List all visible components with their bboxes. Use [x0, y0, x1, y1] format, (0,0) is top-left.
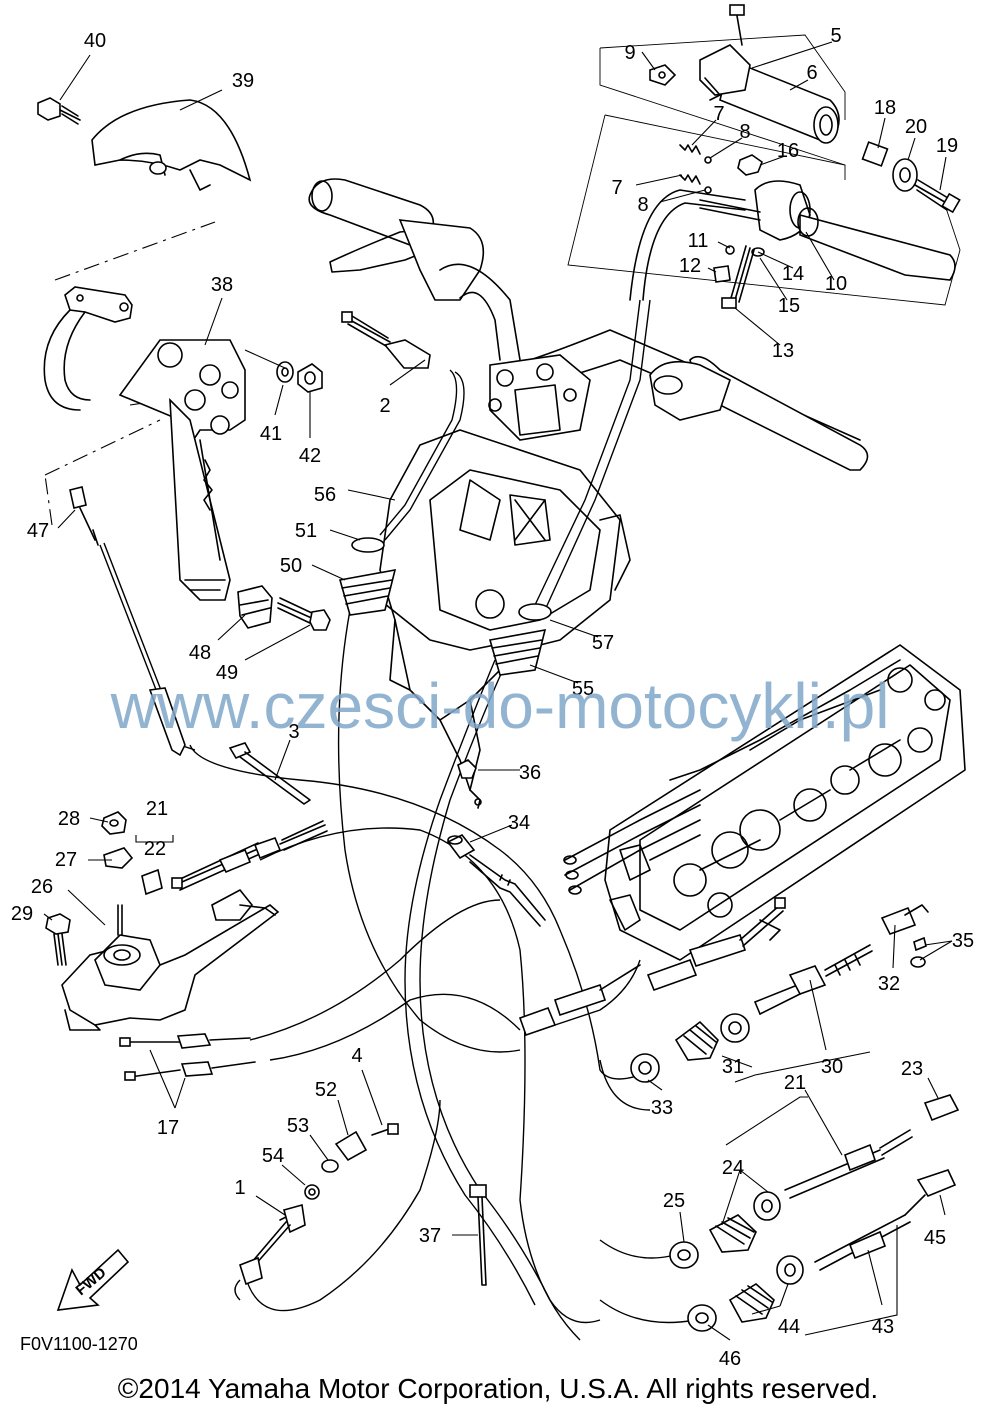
callout-c34: 34	[508, 812, 530, 834]
callout-c23: 23	[901, 1058, 923, 1080]
fwd-arrow-icon: FWD	[56, 1248, 130, 1311]
callout-c19: 19	[936, 135, 958, 157]
callout-c40: 40	[84, 30, 106, 52]
callout-c42: 42	[299, 445, 321, 467]
callout-c35: 35	[952, 930, 974, 952]
callout-c32: 32	[878, 973, 900, 995]
callout-c10: 10	[825, 273, 847, 295]
reference-code: F0V1100-1270	[20, 1334, 138, 1354]
throttle-group	[567, 4, 961, 309]
callout-c36: 36	[519, 762, 541, 784]
callout-c2: 2	[379, 395, 390, 417]
left-parts	[37, 97, 331, 757]
callout-c28: 28	[58, 808, 80, 830]
callout-c46: 46	[719, 1348, 741, 1370]
leader-lines	[43, 41, 953, 1341]
callout-c16: 16	[777, 140, 799, 162]
callout-c13: 13	[772, 340, 794, 362]
callout-c56: 56	[314, 484, 336, 506]
callout-c51: 51	[295, 520, 317, 542]
callout-c48: 48	[189, 642, 211, 664]
callout-c26: 26	[31, 876, 53, 898]
callout-c20: 20	[905, 116, 927, 138]
callout-c33: 33	[651, 1097, 673, 1119]
callout-c21b: 21	[784, 1072, 806, 1094]
callout-c43: 43	[872, 1316, 894, 1338]
callout-c39: 39	[232, 70, 254, 92]
callout-c17: 17	[157, 1117, 179, 1139]
callout-c8a: 8	[739, 121, 750, 143]
mid-small-parts	[228, 742, 546, 927]
callout-c22: 22	[144, 838, 166, 860]
callout-c18: 18	[874, 97, 896, 119]
callout-c1: 1	[234, 1177, 245, 1199]
callout-c7b: 7	[611, 177, 622, 199]
callout-c6: 6	[806, 62, 817, 84]
callout-c11: 11	[688, 230, 709, 252]
callout-c4: 4	[351, 1045, 362, 1067]
callout-c14: 14	[782, 263, 804, 285]
callout-c25: 25	[663, 1190, 685, 1212]
copyright-notice: ©2014 Yamaha Motor Corporation, U.S.A. A…	[118, 1373, 878, 1404]
lower-right-fittings	[338, 311, 960, 1332]
callout-c12: 12	[679, 255, 701, 277]
callout-c27: 27	[55, 849, 77, 871]
callout-c29: 29	[11, 903, 33, 925]
bottom-center-parts	[239, 1123, 487, 1286]
callout-c38: 38	[211, 274, 233, 296]
handlebar-assembly	[308, 178, 869, 471]
callout-c8b: 8	[637, 194, 648, 216]
callout-c3: 3	[288, 721, 299, 743]
callout-c7a: 7	[713, 103, 724, 125]
callout-c41: 41	[260, 423, 282, 445]
callout-c44: 44	[778, 1316, 800, 1338]
callout-c9: 9	[624, 42, 635, 64]
callout-c21a: 21	[146, 798, 168, 820]
callout-c55: 55	[572, 678, 594, 700]
callout-c30: 30	[821, 1056, 843, 1078]
callout-c15: 15	[778, 295, 800, 317]
callout-c45: 45	[924, 1227, 946, 1249]
engine-block	[563, 644, 966, 961]
callout-c5: 5	[830, 25, 841, 47]
lower-left-parts	[45, 811, 328, 1081]
callout-c57: 57	[592, 632, 614, 654]
callout-c31: 31	[722, 1056, 744, 1078]
callout-c47: 47	[27, 520, 49, 542]
callout-c50: 50	[280, 555, 302, 577]
callout-c37: 37	[419, 1225, 441, 1247]
callout-c53: 53	[287, 1115, 309, 1137]
cables	[189, 299, 696, 1341]
callout-c52: 52	[315, 1079, 337, 1101]
callout-c54: 54	[262, 1145, 284, 1167]
watermark-text: www.czesci-do-motocykli.pl	[110, 670, 890, 742]
callout-c49: 49	[216, 662, 238, 684]
callout-c24: 24	[722, 1157, 744, 1179]
